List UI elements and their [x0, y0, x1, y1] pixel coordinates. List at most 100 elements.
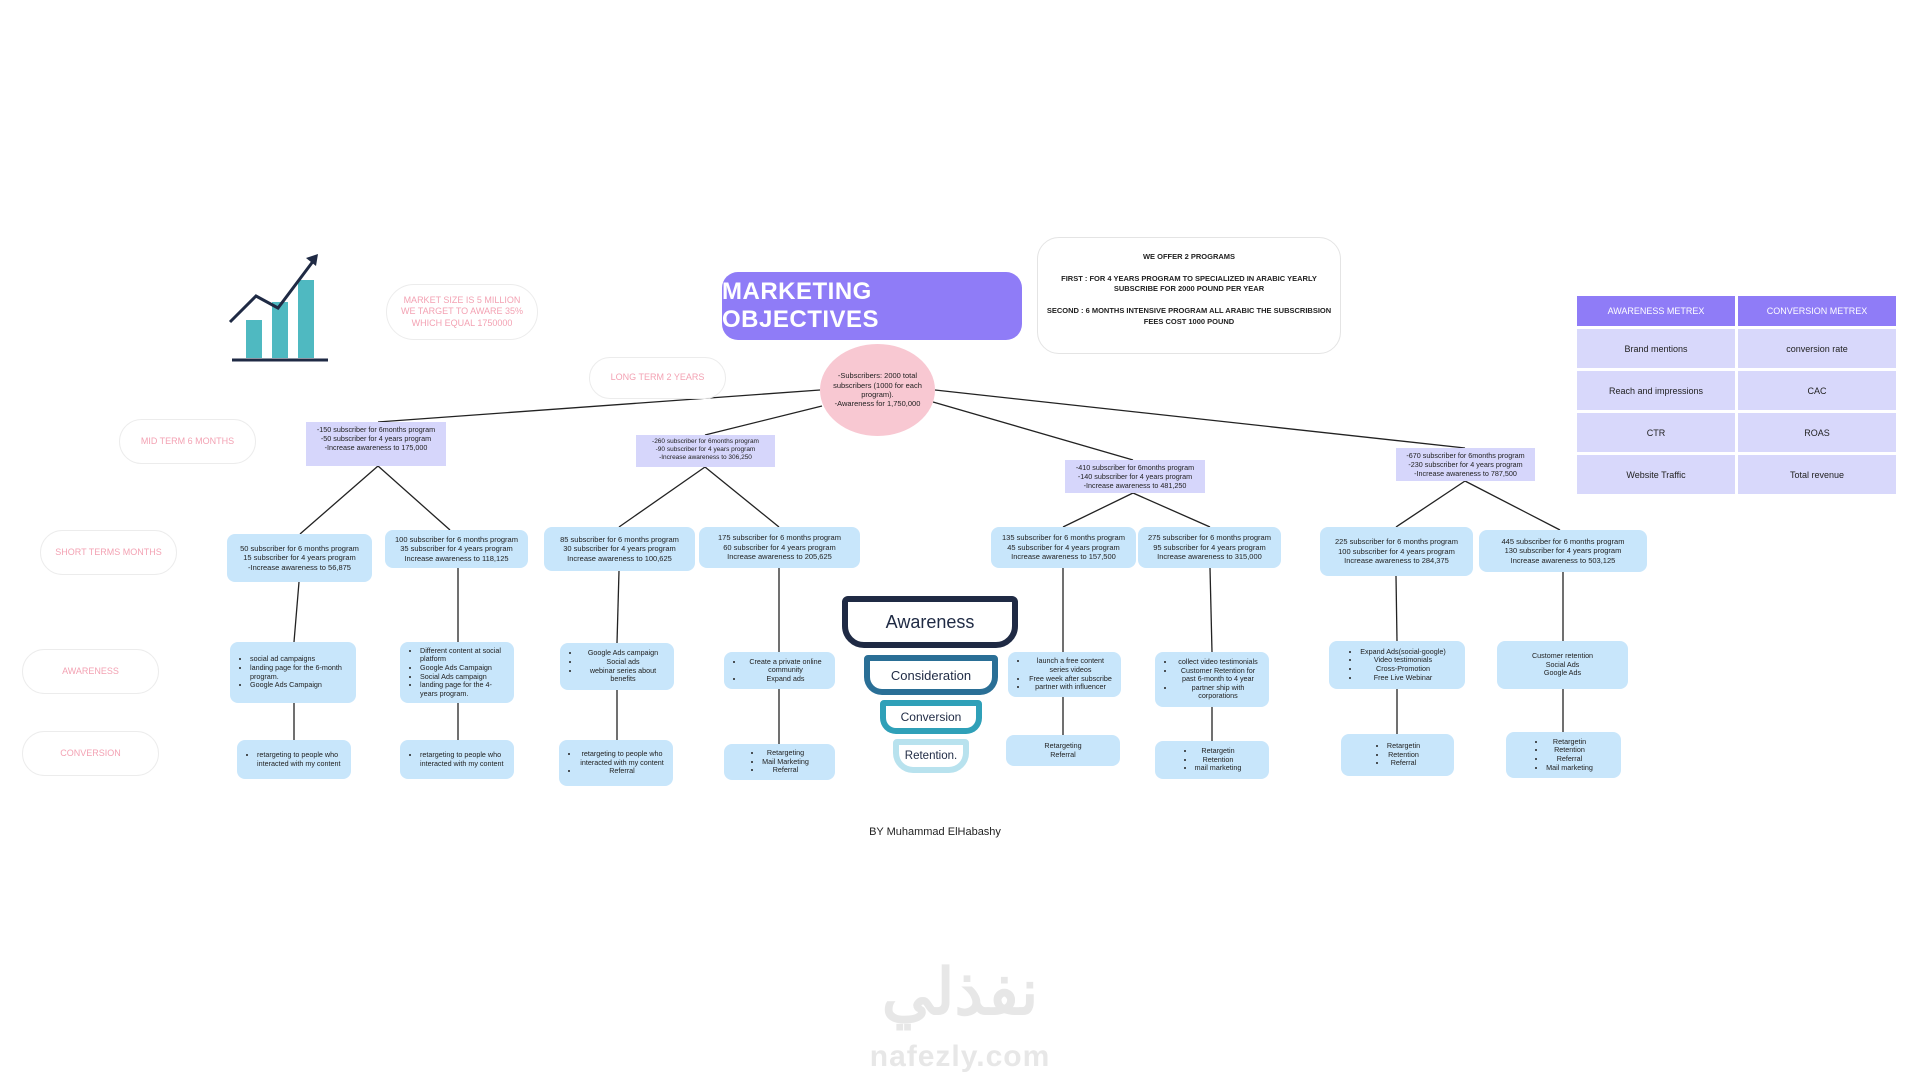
awareness-item: partner ship with corporations — [1175, 683, 1261, 701]
funnel-stage-retention: Retention. — [893, 739, 969, 773]
table-cell: Brand mentions — [1577, 329, 1735, 368]
awareness-node: Expand Ads(social-google) Video testimon… — [1329, 641, 1465, 689]
conversion-item: retargeting to people who interacted wit… — [579, 749, 665, 767]
conversion-item: Retention — [1195, 755, 1242, 765]
conversion-item: Referral — [579, 767, 665, 776]
mid-term-node: -260 subscriber for 6months program -90 … — [636, 435, 775, 467]
awareness-item: landing page for the 4-years program. — [420, 680, 506, 698]
awareness-node: Create a private online community Expand… — [724, 652, 835, 689]
awareness-node: launch a free content series videos Free… — [1008, 652, 1121, 697]
table-cell: Total revenue — [1738, 455, 1896, 494]
short-term-node: 225 subscriber for 6 months program 100 … — [1320, 527, 1473, 576]
table-cell: Reach and impressions — [1577, 371, 1735, 410]
funnel-stage-awareness: Awareness — [842, 596, 1018, 648]
page-title: MARKETING OBJECTIVES — [722, 272, 1022, 340]
conversion-item: Retention — [1546, 746, 1593, 755]
marketing-funnel: Awareness Consideration Conversion Reten… — [838, 592, 1028, 792]
funnel-stage-conversion: Conversion — [880, 700, 982, 734]
metrics-table: AWARENESS METREX CONVERSION METREX Brand… — [1574, 293, 1899, 497]
conversion-item: Referral — [1546, 754, 1593, 764]
watermark-logo-latin: nafezly.com — [869, 1040, 1051, 1073]
awareness-node: Different content at social platform Goo… — [400, 642, 514, 703]
awareness-item: Google Ads Campaign — [250, 680, 348, 690]
conversion-item: Retargeting — [1044, 740, 1082, 750]
column-header: AWARENESS METREX — [1577, 296, 1735, 326]
table-header-row: AWARENESS METREX CONVERSION METREX — [1577, 296, 1896, 326]
table-cell: ROAS — [1738, 413, 1896, 452]
awareness-item: launch a free content series videos — [1028, 656, 1113, 674]
short-term-node: 85 subscriber for 6 months program 30 su… — [544, 527, 695, 571]
table-row: Website Traffic Total revenue — [1577, 455, 1896, 494]
growth-chart-icon — [228, 254, 328, 362]
programs-second: SECOND : 6 MONTHS INTENSIVE PROGRAM ALL … — [1046, 306, 1332, 326]
conversion-node: Retargetin Retention Referral — [1341, 734, 1454, 776]
short-term-node: 50 subscriber for 6 months program 15 su… — [227, 534, 372, 582]
awareness-item: Expand Ads(social-google) — [1360, 647, 1446, 657]
short-term-node: 135 subscriber for 6 months program 45 s… — [991, 527, 1136, 568]
conversion-node: retargeting to people who interacted wit… — [237, 740, 351, 779]
conversion-item: retargeting to people who interacted wit… — [420, 750, 506, 768]
table-cell: Website Traffic — [1577, 455, 1735, 494]
conversion-node: Retargeting Mail Marketing Referral — [724, 744, 835, 780]
awareness-item: Expand ads — [744, 674, 827, 684]
mid-term-label: MID TERM 6 MONTHS — [119, 419, 256, 464]
mid-term-node: -150 subscriber for 6months program -50 … — [306, 422, 446, 466]
conversion-node: Retargetin Retention mail marketing — [1155, 741, 1269, 779]
conversion-node: Retargetin Retention Referral Mail marke… — [1506, 732, 1621, 778]
conversion-item: mail marketing — [1195, 764, 1242, 773]
center-goal-node: -Subscribers: 2000 total subscribers (10… — [820, 344, 935, 436]
awareness-item: Customer Retention for past 6-month to 4… — [1175, 666, 1261, 684]
table-row: CTR ROAS — [1577, 413, 1896, 452]
short-term-node: 275 subscriber for 6 months program 95 s… — [1138, 527, 1281, 568]
author-credit: BY Muhammad ElHabashy — [869, 826, 1001, 838]
awareness-row-label: AWARENESS — [22, 649, 159, 694]
awareness-item: Social Ads — [1545, 659, 1580, 669]
conversion-node: retargeting to people who interacted wit… — [559, 740, 673, 786]
long-term-label: LONG TERM 2 YEARS — [589, 357, 726, 399]
conversion-item: Referral — [1050, 749, 1076, 759]
awareness-item: Cross-Promotion — [1360, 664, 1446, 674]
programs-heading: WE OFFER 2 PROGRAMS — [1142, 252, 1236, 261]
awareness-item: Different content at social platform — [420, 646, 506, 664]
awareness-item: Create a private online community — [744, 657, 827, 675]
awareness-node: Customer retention Social Ads Google Ads — [1497, 641, 1628, 689]
conversion-item: Retargetin — [1195, 746, 1242, 756]
mid-term-node: -670 subscriber for 6months program -230… — [1396, 448, 1535, 481]
table-row: Brand mentions conversion rate — [1577, 329, 1896, 368]
center-goal-text: -Subscribers: 2000 total subscribers (10… — [833, 371, 922, 409]
awareness-node: social ad campaigns landing page for the… — [230, 642, 356, 703]
awareness-item: Google Ads — [1543, 668, 1582, 678]
awareness-item: Free Live Webinar — [1360, 673, 1446, 683]
column-header: CONVERSION METREX — [1738, 296, 1896, 326]
awareness-item: Customer retention — [1531, 651, 1594, 661]
table-row: Reach and impressions CAC — [1577, 371, 1896, 410]
conversion-item: Retargetin — [1387, 741, 1420, 751]
awareness-item: Social ads — [580, 657, 666, 667]
programs-info-box: WE OFFER 2 PROGRAMS FIRST : FOR 4 YEARS … — [1037, 237, 1341, 354]
table-cell: CTR — [1577, 413, 1735, 452]
conversion-item: Referral — [1387, 759, 1420, 768]
awareness-item: Google Ads Campaign — [420, 663, 506, 673]
short-term-node: 445 subscriber for 6 months program 130 … — [1479, 530, 1647, 572]
conversion-item: Retargetin — [1546, 737, 1593, 747]
conversion-row-label: CONVERSION — [22, 731, 159, 776]
awareness-item: landing page for the 6-month program. — [250, 663, 348, 681]
awareness-node: Google Ads campaign Social ads webinar s… — [560, 643, 674, 690]
conversion-item: Mail Marketing — [762, 757, 809, 767]
short-term-label: SHORT TERMS MONTHS — [40, 530, 177, 575]
awareness-item: collect video testimonials — [1175, 657, 1261, 667]
mid-term-node: -410 subscriber for 6months program -140… — [1065, 460, 1205, 493]
awareness-item: Social Ads campaign — [420, 672, 506, 682]
conversion-node: Retargeting Referral — [1006, 735, 1120, 766]
short-term-node: 175 subscriber for 6 months program 60 s… — [699, 527, 860, 568]
watermark-logo-arabic: نفذلي — [881, 956, 1039, 1028]
conversion-item: Referral — [762, 766, 809, 775]
awareness-item: social ad campaigns — [250, 655, 348, 664]
programs-first: FIRST : FOR 4 YEARS PROGRAM TO SPECIALIZ… — [1061, 274, 1317, 294]
short-term-node: 100 subscriber for 6 months program 35 s… — [385, 530, 528, 568]
market-size-label: MARKET SIZE IS 5 MILLION WE TARGET TO AW… — [386, 284, 538, 340]
awareness-item: partner with influencer — [1028, 682, 1113, 692]
awareness-item: Free week after subscribe — [1028, 674, 1113, 684]
conversion-node: retargeting to people who interacted wit… — [400, 740, 514, 779]
